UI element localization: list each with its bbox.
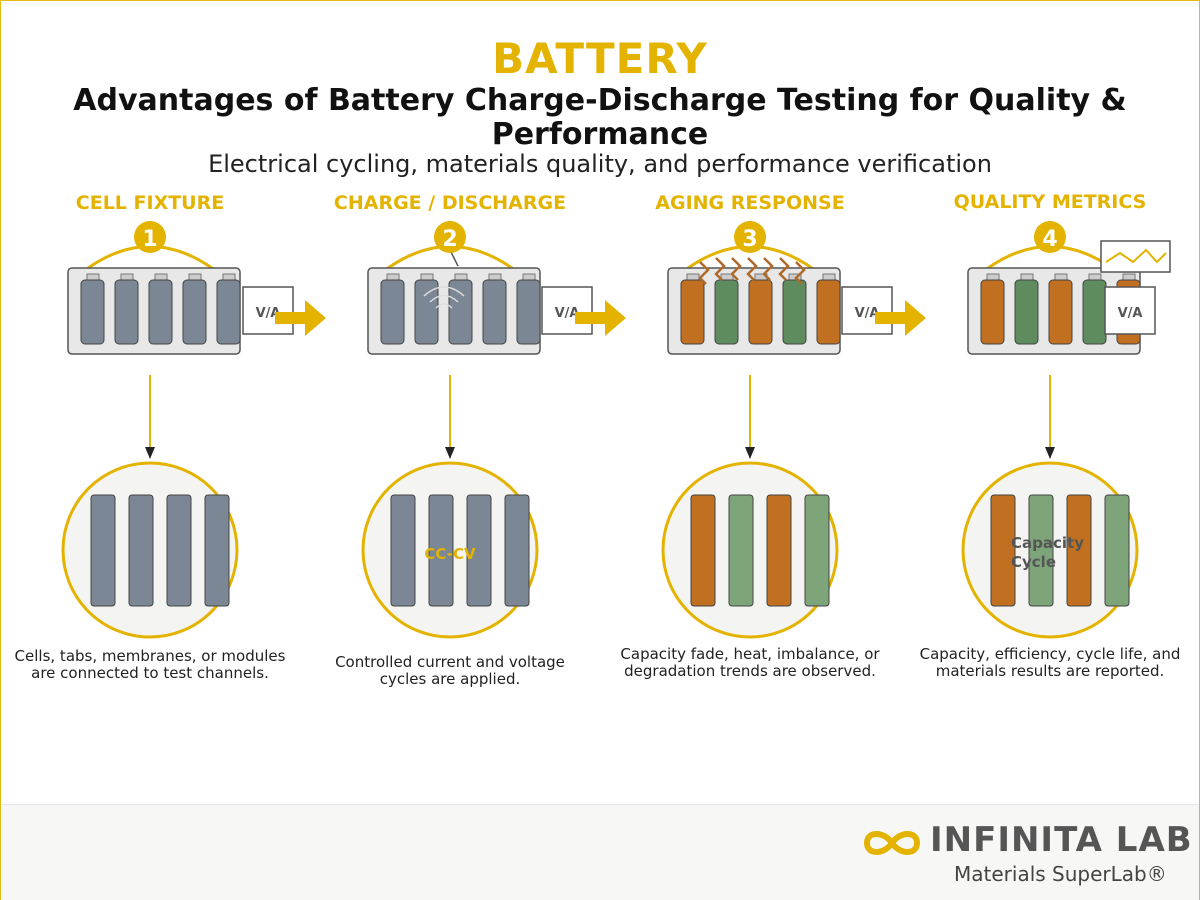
step-2-caption: Controlled current and voltage cycles ar… — [335, 653, 565, 688]
arrow-down-icon — [1045, 447, 1055, 459]
step-1-number: 1 — [142, 227, 157, 252]
logo-wordmark: INFINITA LAB — [930, 820, 1193, 860]
step-3-meter — [841, 286, 893, 335]
step-1-meter-label: V/A — [256, 306, 281, 321]
arrow-right-icon — [875, 300, 926, 336]
step-3-number: 3 — [742, 227, 757, 252]
infinity-logo-icon — [863, 831, 921, 855]
step-2-number: 2 — [442, 227, 457, 252]
step-1-badge — [134, 221, 166, 253]
arrow-down-icon — [145, 447, 155, 459]
step-1-cells — [80, 273, 241, 345]
step-2-badge — [434, 221, 466, 253]
signal-wave-icon — [423, 286, 465, 309]
arrow-right-icon — [275, 300, 326, 336]
step-4-caption: Capacity, efficiency, cycle life, and ma… — [919, 645, 1181, 680]
arrow-down-icon — [445, 447, 455, 459]
step-1-meter — [242, 286, 294, 335]
step-2-illustration: 2 V/A CC-CV — [361, 221, 626, 639]
step-4-meter — [1104, 286, 1156, 335]
step-2-heading: CHARGE / DISCHARGE — [333, 192, 567, 214]
step-1-heading: CELL FIXTURE — [75, 192, 225, 214]
step-2-meter-label: V/A — [555, 306, 580, 321]
step-4-heading: QUALITY METRICS — [953, 191, 1147, 213]
trend-chart-icon — [1100, 240, 1171, 273]
heat-waves-icon — [698, 257, 806, 285]
step-4-badge — [1034, 221, 1066, 253]
step-3-illustration: 3 V/A — [661, 221, 926, 639]
step-4-number: 4 — [1042, 227, 1057, 252]
step-3-badge — [734, 221, 766, 253]
logo-tagline: Materials SuperLab® — [954, 862, 1167, 886]
page-title: Advantages of Battery Charge-Discharge T… — [73, 83, 1127, 152]
step-4-illustration: 4 V/A Capacity Cycle — [961, 221, 1171, 639]
page-subtitle: Electrical cycling, materials quality, a… — [208, 150, 992, 178]
step-3-meter-label: V/A — [855, 306, 880, 321]
arrow-down-icon — [745, 447, 755, 459]
step-4-detail-label-1: Capacity — [1011, 534, 1084, 552]
step-3-heading: AGING RESPONSE — [655, 192, 845, 214]
step-2-meter — [541, 286, 593, 335]
step-2-detail-label: CC-CV — [424, 545, 476, 563]
step-1-caption: Cells, tabs, membranes, or modules are c… — [14, 647, 286, 682]
footer — [1, 804, 1199, 900]
step-3-caption: Capacity fade, heat, imbalance, or degra… — [620, 645, 880, 680]
brand-title: BATTERY — [492, 34, 708, 83]
arrow-right-icon — [575, 300, 626, 336]
step-4-meter-label: V/A — [1118, 306, 1143, 321]
step-4-detail-label-2: Cycle — [1011, 553, 1056, 571]
step-1-illustration: 1 V/A — [61, 221, 326, 639]
process-diagram: 1 V/A 2 — [61, 221, 1171, 639]
